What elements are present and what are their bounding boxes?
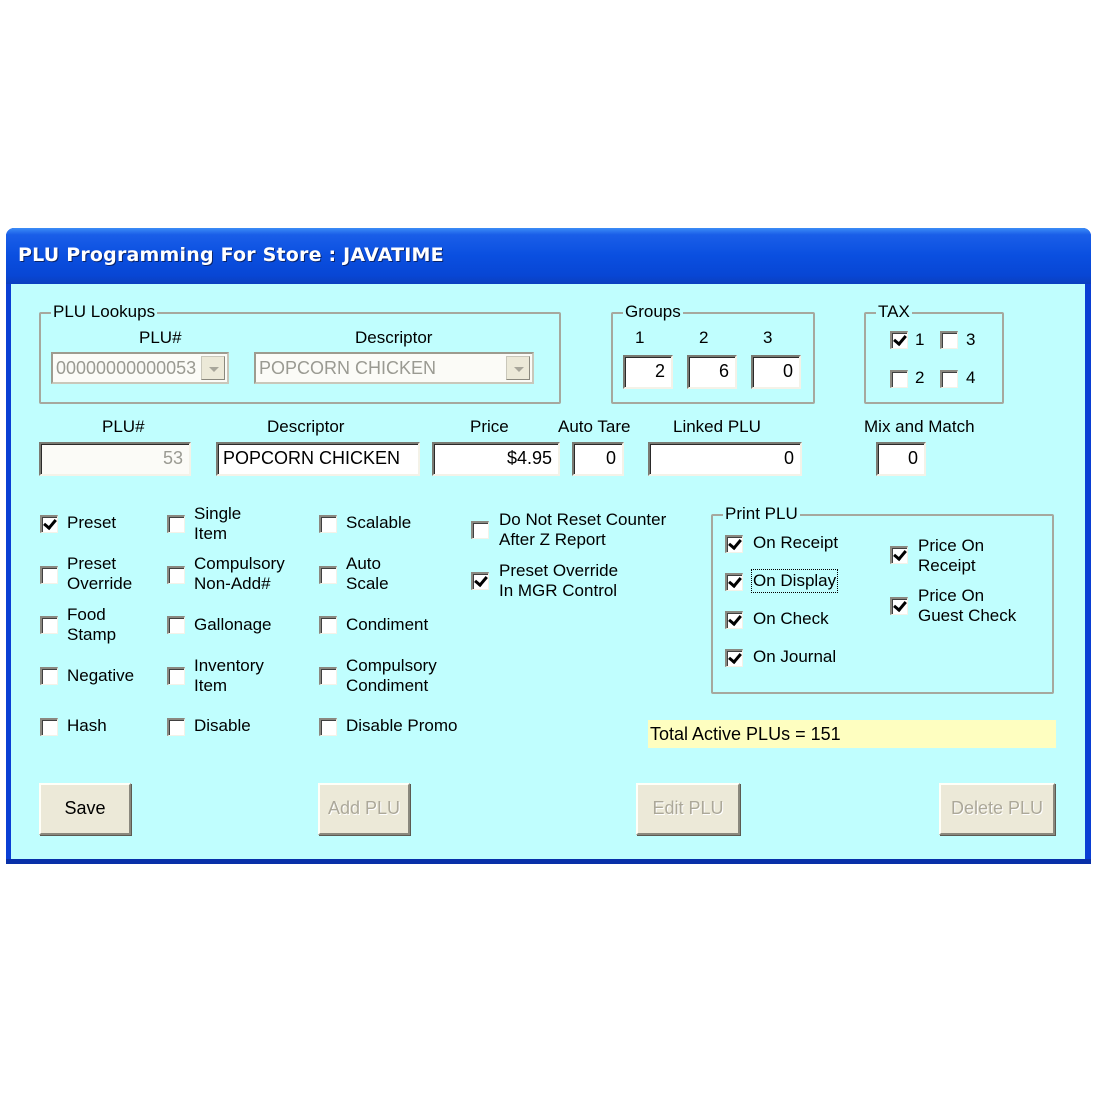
plu-lookups-group: PLU Lookups [39,302,561,404]
tax-3-checkbox[interactable] [940,331,958,349]
descriptor-lookup-combobox[interactable]: POPCORN CHICKEN [254,352,534,384]
descriptor-label: Descriptor [267,417,345,436]
hash-label: Hash [67,716,107,735]
on-check-label: On Check [753,609,829,628]
delete-plu-button[interactable]: Delete PLU [939,783,1055,835]
linked-plu-label: Linked PLU [673,417,761,436]
gallonage-checkbox[interactable] [167,616,185,634]
group-1-input[interactable]: 2 [623,355,673,389]
mix-match-input[interactable]: 0 [876,442,926,476]
do-not-reset-counter-checkbox[interactable] [471,521,489,539]
plu-programming-window: PLU Programming For Store : JAVATIME PLU… [6,228,1091,864]
negative-checkbox[interactable] [40,667,58,685]
food-stamp-checkbox[interactable] [40,616,58,634]
groups-group: Groups [611,302,815,404]
group-2-label: 2 [699,328,709,347]
gallonage-label: Gallonage [194,615,272,634]
descriptor-input[interactable]: POPCORN CHICKEN [216,442,420,476]
window-client-area: PLU Lookups PLU# Descriptor 000000000000… [11,284,1085,859]
group-3-label: 3 [763,328,773,347]
on-journal-label: On Journal [753,647,837,666]
disable-checkbox[interactable] [167,718,185,736]
lookup-plu-label: PLU# [139,328,182,347]
tax-1-label: 1 [915,330,925,349]
total-active-plus-status: Total Active PLUs = 151 [648,720,1056,748]
preset-override-mgr-checkbox[interactable] [471,572,489,590]
negative-label: Negative [67,666,135,685]
auto-scale-checkbox[interactable] [319,566,337,584]
tax-4-checkbox[interactable] [940,370,958,388]
preset-label: Preset [67,513,117,532]
compulsory-condiment-checkbox[interactable] [319,667,337,685]
price-on-guest-check-checkbox[interactable] [890,597,908,615]
condiment-label: Condiment [346,615,429,634]
plu-number-input[interactable]: 53 [39,442,191,476]
on-display-checkbox[interactable] [725,573,743,591]
linked-plu-input[interactable]: 0 [648,442,802,476]
on-journal-checkbox[interactable] [725,649,743,667]
tax-legend: TAX [876,302,912,322]
on-check-checkbox[interactable] [725,611,743,629]
group-1-label: 1 [635,328,645,347]
window-title: PLU Programming For Store : JAVATIME [18,244,444,266]
tax-2-checkbox[interactable] [890,370,908,388]
mix-match-label: Mix and Match [864,417,975,436]
disable-label: Disable [194,716,251,735]
on-display-label: On Display [750,569,839,593]
window-frame-bottom [6,859,1091,864]
tax-4-label: 4 [966,368,976,387]
plu-lookups-legend: PLU Lookups [51,302,158,322]
on-receipt-label: On Receipt [753,533,839,552]
disable-promo-label: Disable Promo [346,716,458,735]
single-item-checkbox[interactable] [167,515,185,533]
price-on-receipt-checkbox[interactable] [890,546,908,564]
lookup-descriptor-label: Descriptor [355,328,433,347]
preset-override-checkbox[interactable] [40,566,58,584]
print-plu-group: Print PLU [711,504,1054,694]
chevron-down-icon[interactable] [506,356,530,380]
compulsory-non-add-checkbox[interactable] [167,566,185,584]
print-plu-legend: Print PLU [723,504,800,524]
condiment-checkbox[interactable] [319,616,337,634]
tax-1-checkbox[interactable] [890,331,908,349]
tax-2-label: 2 [915,368,925,387]
group-2-input[interactable]: 6 [687,355,737,389]
add-plu-button[interactable]: Add PLU [318,783,410,835]
title-bar[interactable]: PLU Programming For Store : JAVATIME [6,228,1091,284]
on-receipt-checkbox[interactable] [725,535,743,553]
chevron-down-icon[interactable] [201,356,225,380]
preset-checkbox[interactable] [40,515,58,533]
disable-promo-checkbox[interactable] [319,718,337,736]
price-label: Price [470,417,509,436]
scalable-label: Scalable [346,513,412,532]
plu-lookup-value: 00000000000053 [56,358,197,378]
inventory-item-checkbox[interactable] [167,667,185,685]
tax-group: TAX [864,302,1004,404]
group-3-input[interactable]: 0 [751,355,801,389]
save-button[interactable]: Save [39,783,131,835]
auto-tare-input[interactable]: 0 [572,442,624,476]
hash-checkbox[interactable] [40,718,58,736]
groups-legend: Groups [623,302,683,322]
auto-tare-label: Auto Tare [558,417,631,436]
price-input[interactable]: $4.95 [432,442,560,476]
plu-label: PLU# [102,417,145,436]
tax-3-label: 3 [966,330,976,349]
plu-lookup-combobox[interactable]: 00000000000053 [51,352,229,384]
descriptor-lookup-value: POPCORN CHICKEN [259,358,437,378]
scalable-checkbox[interactable] [319,515,337,533]
edit-plu-button[interactable]: Edit PLU [636,783,740,835]
